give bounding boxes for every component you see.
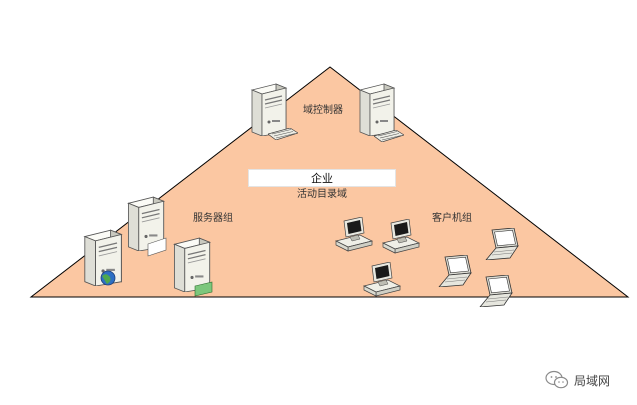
watermark-text: 局域网 [574,374,611,388]
cash-icon [194,281,213,297]
servers-label: 服务器组 [193,213,233,224]
enterprise-label-box: 企业 [248,169,396,187]
domain-controller-server-2 [359,83,404,142]
enterprise-label: 企业 [311,172,333,185]
web-server [84,229,122,286]
active-directory-label: 活动目录域 [297,189,347,200]
money-server [173,237,213,297]
clients-label: 客户机组 [432,213,472,224]
server-1 [127,196,167,257]
domain-controllers-label: 域控制器 [303,105,343,116]
wechat-logo-icon [545,370,569,389]
